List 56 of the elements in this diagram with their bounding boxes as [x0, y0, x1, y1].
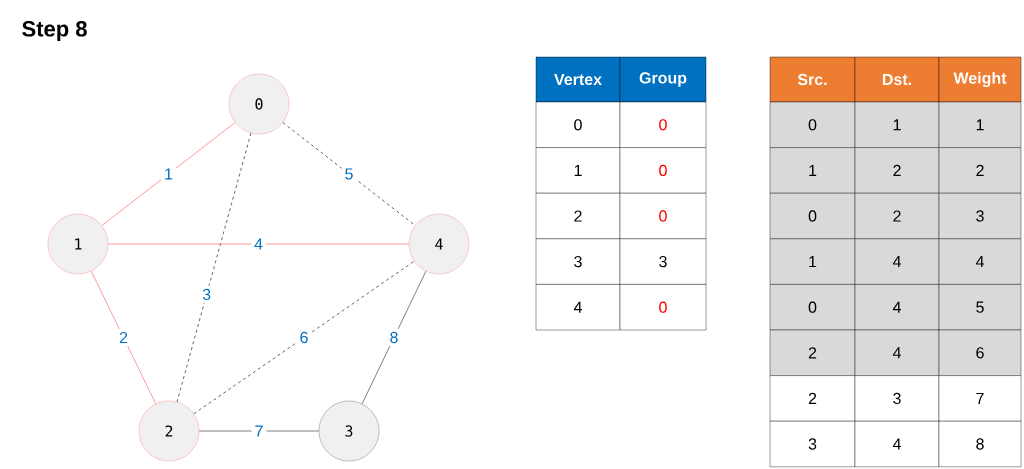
edge-line [198, 430, 320, 432]
edge-label: 1 [161, 165, 176, 183]
table-cell: 4 [854, 284, 940, 331]
table-cell: 1 [938, 101, 1022, 148]
table-cell: 0 [535, 101, 621, 148]
table-cell: 0 [769, 101, 856, 148]
header-cell: Dst. [854, 56, 940, 103]
table-cell: 2 [854, 147, 940, 194]
table-cell: 0 [769, 284, 856, 331]
table-cell: 3 [619, 238, 707, 285]
table-cell: 1 [535, 147, 621, 194]
edge-label: 5 [341, 165, 357, 183]
header-cell: Weight [938, 56, 1022, 103]
edge-line [282, 122, 416, 226]
table-cell: 2 [769, 375, 856, 422]
table-cell: 2 [535, 193, 621, 239]
edge-label: 7 [251, 422, 267, 440]
edge-label: 6 [296, 328, 312, 347]
table-cell: 1 [854, 101, 940, 148]
table-cell: 7 [938, 375, 1022, 422]
table-cell: 1 [769, 238, 856, 285]
edge-line [107, 243, 410, 245]
table-cell: 4 [535, 284, 621, 331]
table-cell: 8 [938, 421, 1022, 467]
edge-label: 8 [386, 328, 402, 347]
table-cell: 6 [938, 329, 1022, 376]
table-cell: 2 [769, 329, 856, 376]
table-cell: 3 [938, 193, 1022, 239]
table-cell: 0 [619, 284, 707, 331]
table-cell: 3 [769, 421, 856, 467]
table-cell: 0 [619, 101, 707, 148]
table-cell: 2 [938, 147, 1022, 194]
table-cell: 5 [938, 284, 1022, 331]
edge-line [193, 260, 415, 415]
table-cell: 4 [854, 329, 940, 376]
edge-label: 3 [199, 285, 215, 304]
table-cell: 3 [535, 238, 621, 285]
header-cell: Src. [769, 56, 856, 103]
table-cell: 4 [938, 238, 1022, 285]
edge-line [176, 132, 252, 403]
table-cell: 0 [769, 193, 856, 239]
table-cell: 0 [619, 193, 707, 239]
edge-label: 2 [116, 328, 131, 347]
table-cell: 1 [769, 147, 856, 194]
table-cell: 0 [619, 147, 707, 194]
table-cell: 3 [854, 375, 940, 422]
table-cell: 4 [854, 238, 940, 285]
header-cell: Vertex [535, 56, 621, 103]
header-cell: Group [619, 56, 707, 103]
table-cell: 4 [854, 421, 940, 467]
table-cell: 2 [854, 193, 940, 239]
edge-line [90, 270, 157, 405]
edge-line [361, 270, 427, 405]
edge-label: 4 [251, 235, 266, 253]
title: Step 8 [22, 21, 87, 41]
edge-line [101, 122, 236, 226]
